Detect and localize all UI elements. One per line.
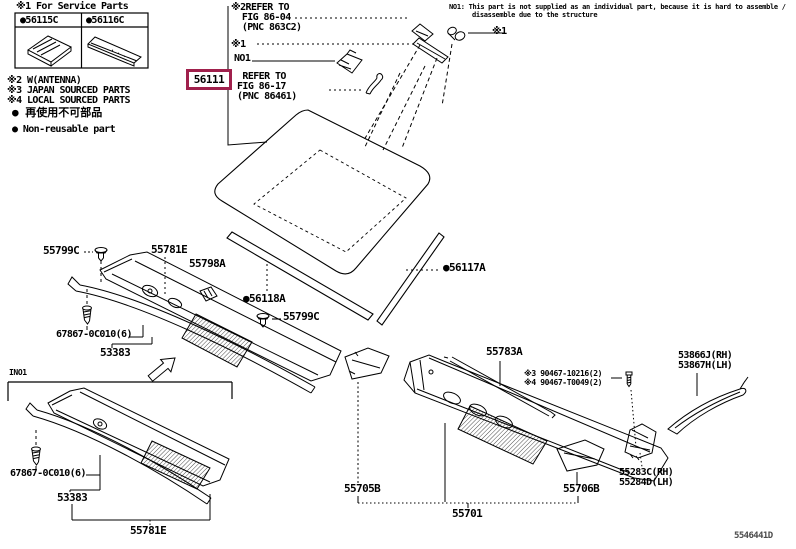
- part-53383-top[interactable]: 53383: [100, 346, 131, 359]
- refer-fig-86-04[interactable]: ※2REFER TO FIG 86-04 (PNC 863C2): [231, 2, 302, 33]
- part-55798a[interactable]: 55798A: [189, 257, 226, 270]
- part-55781e-boxed[interactable]: 55781E: [130, 524, 167, 537]
- part-55799c-top[interactable]: 55799C: [43, 244, 80, 257]
- legend-part-56116c[interactable]: ●56116C: [86, 15, 125, 26]
- legend-title: ※1 For Service Parts: [16, 1, 129, 12]
- no1-note-line2: disassemble due to the structure: [472, 11, 598, 19]
- cowl-top-panel-drawing: [344, 347, 749, 508]
- part-56118a[interactable]: ●56118A: [243, 292, 286, 305]
- fastener-90467-t0049[interactable]: ※4 90467-T0049(2): [524, 378, 603, 387]
- legend-note-antenna: ※2 W(ANTENNA): [7, 75, 82, 86]
- marker-star1: ※1: [231, 39, 246, 50]
- legend-box-drawing: [14, 12, 149, 69]
- refer-fig-86-17[interactable]: REFER TO FIG 86-17 (PNC 86461): [237, 71, 297, 102]
- part-55283c-55284d[interactable]: 55283C(RH) 55284D(LH): [619, 467, 674, 488]
- part-67867-boxed[interactable]: 67867-0C010(6): [10, 468, 86, 479]
- marker-star1-clip: ※1: [492, 26, 507, 37]
- windshield-glass-drawing: [214, 109, 445, 328]
- part-55783a[interactable]: 55783A: [486, 345, 523, 358]
- part-56111-highlighted[interactable]: 56111: [186, 69, 232, 90]
- part-55701[interactable]: 55701: [452, 507, 483, 520]
- fastener-90467-10216[interactable]: ※3 90467-10216(2): [524, 369, 603, 378]
- label-no1: NO1: [234, 53, 251, 64]
- part-53866j-53867h[interactable]: 53866J(RH) 53867H(LH): [678, 350, 733, 371]
- legend-bullet-cjk: ● 再使用不可部品: [12, 106, 103, 119]
- legend-part-56115c[interactable]: ●56115C: [20, 15, 59, 26]
- part-56117a[interactable]: ●56117A: [443, 261, 486, 274]
- cowl-louver-boxed-drawing: [7, 381, 233, 525]
- no1-note-line1: NO1: This part is not supplied as an ind…: [449, 3, 786, 11]
- glass-small-parts: [336, 23, 505, 151]
- cowl-louver-upper-drawing: [67, 247, 342, 394]
- drawing-code: 5546441D: [734, 531, 773, 541]
- part-55706b[interactable]: 55706B: [563, 482, 600, 495]
- part-55781e-top[interactable]: 55781E: [151, 243, 188, 256]
- part-53383-boxed[interactable]: 53383: [57, 491, 88, 504]
- legend-bullet-nonreusable: ● Non-reusable part: [12, 124, 116, 135]
- part-67867-top[interactable]: 67867-0C010(6): [56, 329, 132, 340]
- part-55799c-mid[interactable]: 55799C: [283, 310, 320, 323]
- legend-note-japan: ※3 JAPAN SOURCED PARTS: [7, 85, 131, 96]
- part-55705b[interactable]: 55705B: [344, 482, 381, 495]
- box-frame-label: INO1: [9, 368, 27, 377]
- legend-note-local: ※4 LOCAL SOURCED PARTS: [7, 95, 131, 106]
